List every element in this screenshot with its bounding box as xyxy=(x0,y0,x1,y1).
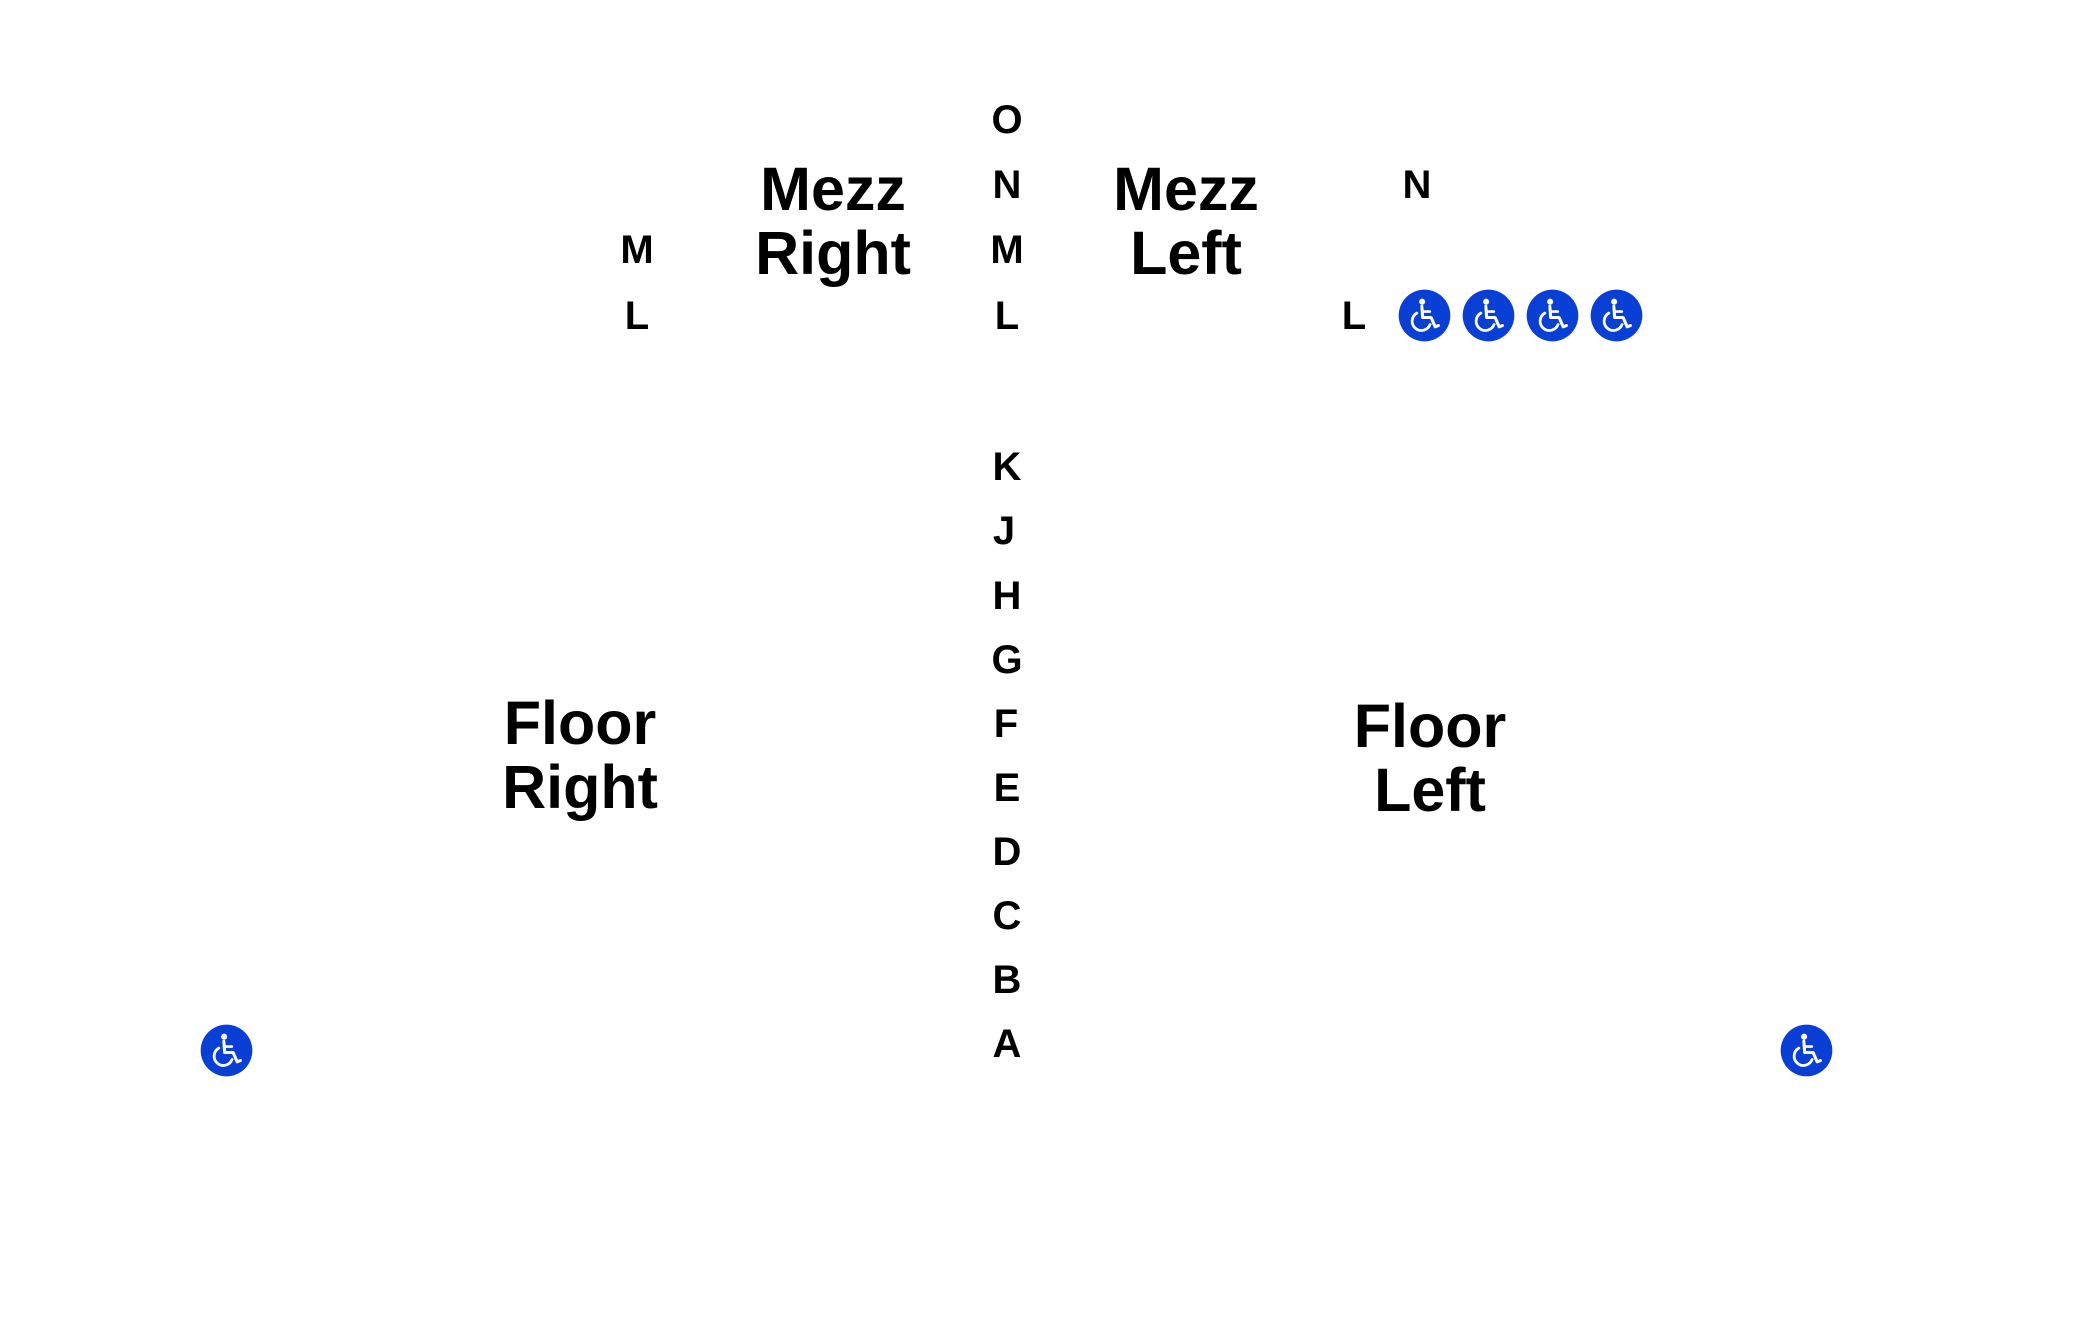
mezz-left-row-label: N xyxy=(1402,163,1432,207)
center-row-label: M xyxy=(990,228,1024,272)
mezz-right-row-label: M xyxy=(620,228,654,272)
section-mezz-left[interactable]: Mezz Left xyxy=(1056,157,1316,285)
mezz-left-row-label: L xyxy=(1341,294,1367,338)
section-mezz-right-line2: Right xyxy=(755,219,911,287)
center-row-label: K xyxy=(992,445,1022,489)
section-mezz-right[interactable]: Mezz Right xyxy=(703,157,963,285)
center-row-label: J xyxy=(992,509,1016,553)
section-mezz-left-line1: Mezz xyxy=(1113,155,1259,223)
wheelchair-icon[interactable] xyxy=(1780,1024,1833,1077)
center-row-label: E xyxy=(993,766,1021,810)
wheelchair-icon[interactable] xyxy=(200,1024,253,1077)
wheelchair-icon[interactable] xyxy=(1398,289,1451,342)
center-row-label: H xyxy=(992,574,1022,618)
center-row-label: C xyxy=(992,894,1022,938)
section-mezz-left-line2: Left xyxy=(1130,219,1242,287)
section-floor-left-line1: Floor xyxy=(1353,692,1507,760)
wheelchair-icon[interactable] xyxy=(1526,289,1579,342)
center-row-label: F xyxy=(993,702,1019,746)
section-mezz-right-line1: Mezz xyxy=(760,155,906,223)
section-floor-right-line2: Right xyxy=(502,753,658,821)
center-row-label: O xyxy=(991,98,1023,142)
section-floor-right[interactable]: Floor Right xyxy=(450,691,710,819)
center-row-label: G xyxy=(991,638,1023,682)
section-floor-right-line1: Floor xyxy=(503,689,657,757)
center-row-label: A xyxy=(992,1022,1022,1066)
mezz-right-row-label: L xyxy=(624,294,650,338)
center-row-label: L xyxy=(994,294,1020,338)
center-row-label: N xyxy=(992,163,1022,207)
section-floor-left-line2: Left xyxy=(1374,756,1486,824)
wheelchair-icon[interactable] xyxy=(1462,289,1515,342)
center-row-label: D xyxy=(992,830,1022,874)
center-row-label: B xyxy=(992,958,1022,1002)
wheelchair-icon[interactable] xyxy=(1590,289,1643,342)
section-floor-left[interactable]: Floor Left xyxy=(1300,694,1560,822)
